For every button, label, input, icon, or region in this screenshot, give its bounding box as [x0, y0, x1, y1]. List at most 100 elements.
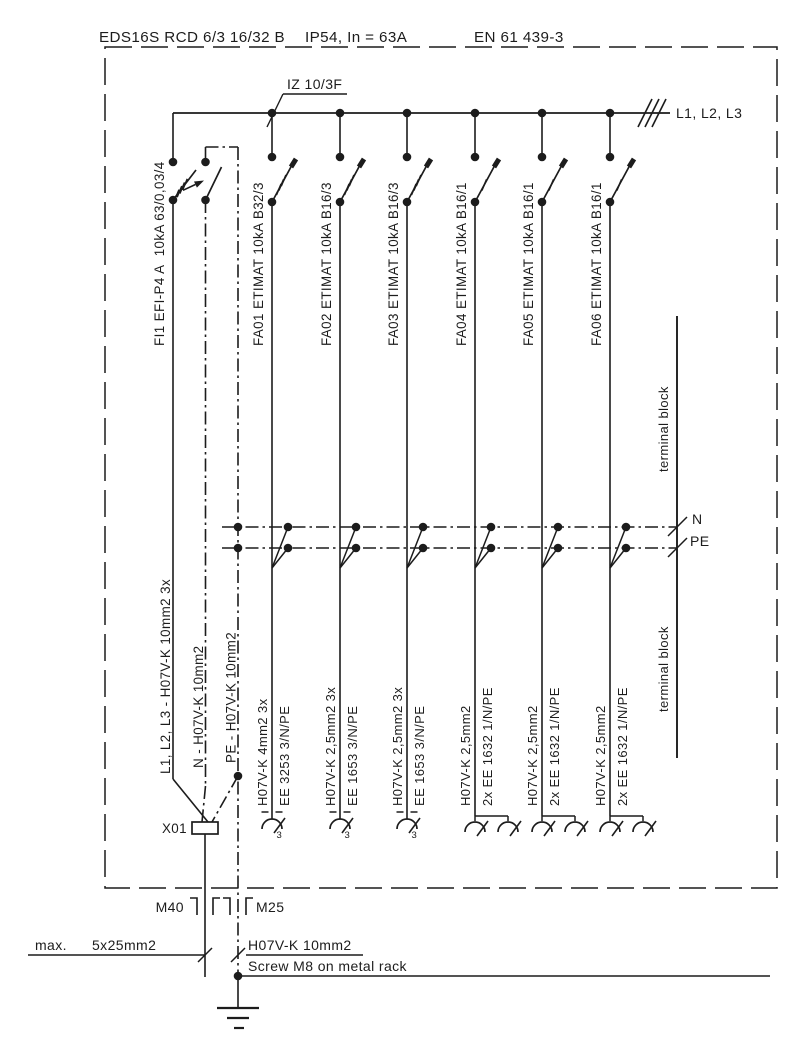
pole-hatch-mark: [179, 182, 186, 194]
n-bus-feed-dot: [233, 522, 243, 532]
socket-outlet-icon: [599, 821, 621, 833]
socket-count-subscript: 3: [412, 830, 417, 841]
socket-outlet-icon: [261, 818, 283, 830]
cable-label: H07V-K 4mm2 3x: [255, 698, 270, 806]
dashed-enclosure-border: [104, 46, 778, 889]
load-label: 2x EE 1632 1/N/PE: [480, 687, 495, 806]
pole-hatch-mark: [481, 179, 488, 191]
breaker-label: FA02 ETIMAT 10kA B16/3: [319, 182, 334, 346]
n-tap-wire: [541, 526, 559, 569]
socket-outlet-icon: [396, 818, 418, 830]
socket-cross-stroke: [509, 820, 522, 837]
breaker-top-terminal: [470, 152, 480, 162]
pole-hatch-mark: [348, 174, 355, 187]
load-label: EE 3253 3/N/PE: [277, 706, 292, 806]
n-tap-wire: [406, 526, 424, 569]
load-label: 2x EE 1632 1/N/PE: [615, 687, 630, 806]
conduit-mark: [223, 897, 231, 915]
pe-bus-label: PE: [690, 533, 709, 549]
earth-junction-dot: [233, 971, 243, 981]
conduit-mark: [190, 897, 198, 915]
three-phase-slash: [651, 98, 667, 128]
pe-branch-dot: [233, 771, 243, 781]
load-label: EE 1653 3/N/PE: [412, 706, 427, 806]
socket-outlet-icon: [632, 821, 654, 833]
pole-hatch-mark: [548, 179, 555, 191]
socket-outlet-icon: [497, 821, 519, 833]
socket-count-subscript: 3: [277, 830, 282, 841]
socket-cross-stroke: [576, 820, 589, 837]
terminal-block-label-upper: terminal block: [656, 386, 671, 472]
terminal-block-label-lower: terminal block: [656, 626, 671, 712]
breaker-tip-block: [288, 157, 299, 169]
breaker-label: FA05 ETIMAT 10kA B16/1: [521, 182, 536, 346]
socket-cross-stroke: [611, 820, 624, 837]
pe-tap-wire: [271, 547, 289, 569]
breaker-top-terminal: [267, 152, 277, 162]
cable-label: H07V-K 2,5mm2: [525, 705, 540, 806]
three-phase-slash: [637, 98, 653, 128]
socket-cross-stroke: [341, 817, 354, 834]
pole-hatch-mark: [173, 189, 180, 202]
pe-cable-label: H07V-K 10mm2: [248, 937, 352, 953]
title-model: EDS16S RCD 6/3 16/32 B: [99, 29, 285, 46]
pole-hatch-mark: [176, 185, 183, 198]
title-rating: IP54, In = 63A: [305, 29, 408, 46]
pe-tap-wire: [609, 547, 627, 569]
breaker-tip-block: [423, 157, 434, 169]
pe-branch-to-terminal: [211, 775, 239, 823]
conduit-m40-label: M40: [156, 899, 184, 915]
cable-label: H07V-K 2,5mm2 3x: [323, 687, 338, 806]
rcd-neutral-blade: [204, 166, 223, 201]
x01-label: X01: [162, 821, 187, 836]
phase-feeder-bend: [172, 778, 209, 823]
n-tap-wire: [474, 526, 492, 569]
breaker-tip-block: [626, 157, 637, 169]
dimension-slash: [230, 947, 246, 963]
breaker-label: FA03 ETIMAT 10kA B16/3: [386, 182, 401, 346]
pole-hatch-mark: [616, 179, 623, 191]
cable-label: H07V-K 2,5mm2: [593, 705, 608, 806]
earth-note-label: Screw M8 on metal rack: [248, 958, 408, 974]
rcd-phase-top-terminal: [168, 157, 178, 167]
pe-tap-wire: [541, 547, 559, 569]
feeder-n-label: N - H07V-K 10mm2: [191, 646, 206, 769]
iz-label: IZ 10/3F: [287, 76, 342, 92]
socket-outlet-icon: [329, 818, 351, 830]
load-label: EE 1653 3/N/PE: [345, 706, 360, 806]
x01-box: [191, 821, 219, 835]
three-phase-slash: [644, 98, 660, 128]
breaker-tip-block: [356, 157, 367, 169]
socket-cross-stroke: [476, 820, 489, 837]
socket-count-subscript: 3: [345, 830, 350, 841]
feeder-pe-label: PE - H07V-K 10mm2: [224, 632, 239, 763]
n-tap-wire: [339, 526, 357, 569]
rcd-trip-arrow-head: [194, 180, 204, 188]
breaker-label: FA04 ETIMAT 10kA B16/1: [454, 182, 469, 346]
breaker-top-terminal: [335, 152, 345, 162]
pole-hatch-mark: [280, 174, 287, 187]
bus-label: L1, L2, L3: [676, 105, 742, 121]
breaker-label: FA06 ETIMAT 10kA B16/1: [589, 182, 604, 346]
dimension-slash: [197, 947, 213, 963]
pe-tap-wire: [406, 547, 424, 569]
socket-outlet-icon: [464, 821, 486, 833]
breaker-tip-block: [558, 157, 569, 169]
conduit-m25-label: M25: [256, 899, 284, 915]
conduit-mark: [212, 897, 220, 915]
socket-outlet-icon: [564, 821, 586, 833]
pole-hatch-mark: [181, 178, 188, 191]
n-tap-wire: [271, 526, 289, 569]
pole-hatch-mark: [415, 174, 422, 187]
pe-tap-wire: [474, 547, 492, 569]
pe-bus-feed-dot: [233, 543, 243, 553]
ground-symbol: [217, 1006, 259, 1030]
title-standard: EN 61 439-3: [474, 29, 564, 46]
